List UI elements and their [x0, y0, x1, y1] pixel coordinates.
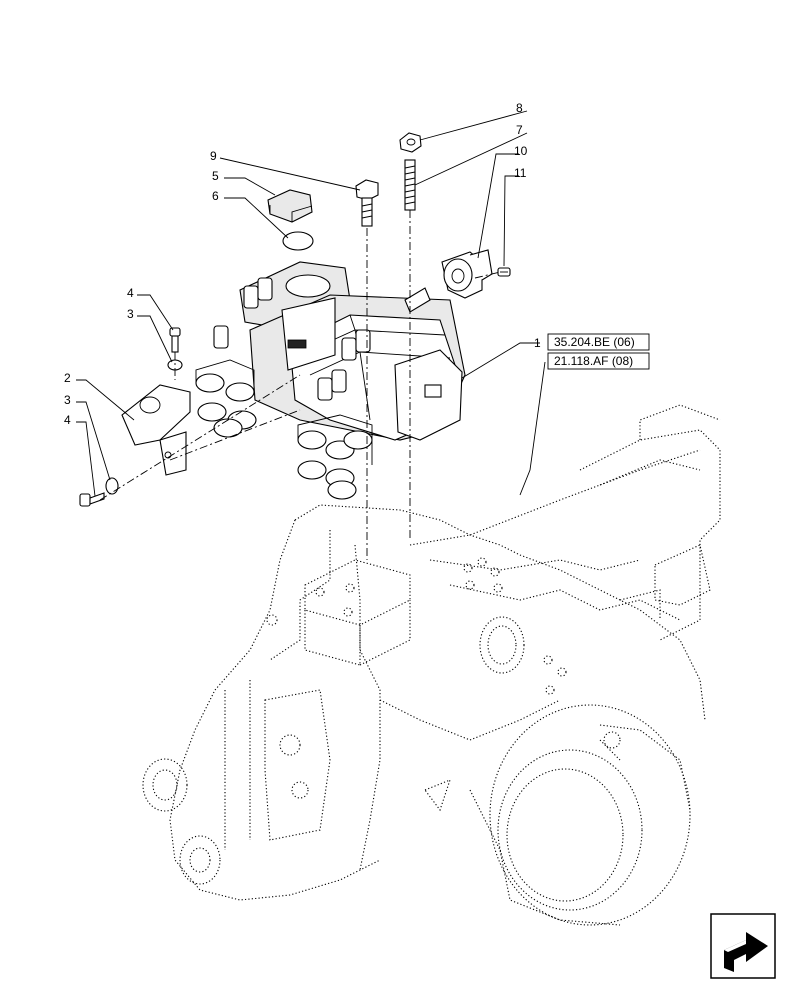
- callout-11: 11: [514, 166, 527, 180]
- nut-part-8: [399, 132, 422, 153]
- callout-3-lower: 3: [64, 393, 71, 407]
- screw-part-4-lower: [79, 492, 105, 507]
- callout-8: 8: [516, 101, 523, 115]
- callout-10: 10: [514, 144, 528, 158]
- cap-part-5: [267, 189, 313, 223]
- callout-1: 1: [534, 336, 541, 350]
- reference-box-b[interactable]: 21.118.AF (08): [547, 352, 650, 370]
- callout-7: 7: [516, 123, 523, 137]
- stud-part-7: [404, 159, 416, 211]
- screw-part-11: [497, 267, 511, 277]
- reference-code-a: 35.204.BE (06): [554, 335, 635, 349]
- reference-code-b: 21.118.AF (08): [554, 354, 633, 368]
- housing-bolt-holes: [266, 557, 567, 695]
- bracket-part-2: [121, 384, 191, 476]
- leader-lines: [76, 110, 546, 497]
- bolt-part-9: [355, 179, 379, 227]
- callout-2: 2: [64, 371, 71, 385]
- assembly-centerlines: [99, 210, 501, 560]
- flange-part-10: [441, 249, 493, 299]
- callout-6: 6: [212, 189, 219, 203]
- hydraulic-control-valve-assembly: [195, 261, 466, 500]
- tractor-rear-housing: [142, 404, 721, 926]
- next-page-arrow-icon[interactable]: [710, 913, 776, 979]
- callout-4-upper: 4: [127, 286, 134, 300]
- washer-part-3-lower: [105, 477, 119, 495]
- callout-5: 5: [212, 169, 219, 183]
- o-ring-part-6: [282, 231, 314, 251]
- callout-9: 9: [210, 149, 217, 163]
- solenoid-stack: [213, 277, 371, 401]
- callout-4-lower: 4: [64, 413, 71, 427]
- screw-part-4-upper: [169, 327, 181, 353]
- callout-3-upper: 3: [127, 307, 134, 321]
- reference-box-a[interactable]: 35.204.BE (06): [547, 333, 650, 351]
- quick-coupler-group-left: [195, 359, 257, 438]
- quick-coupler-group-right: [297, 414, 373, 500]
